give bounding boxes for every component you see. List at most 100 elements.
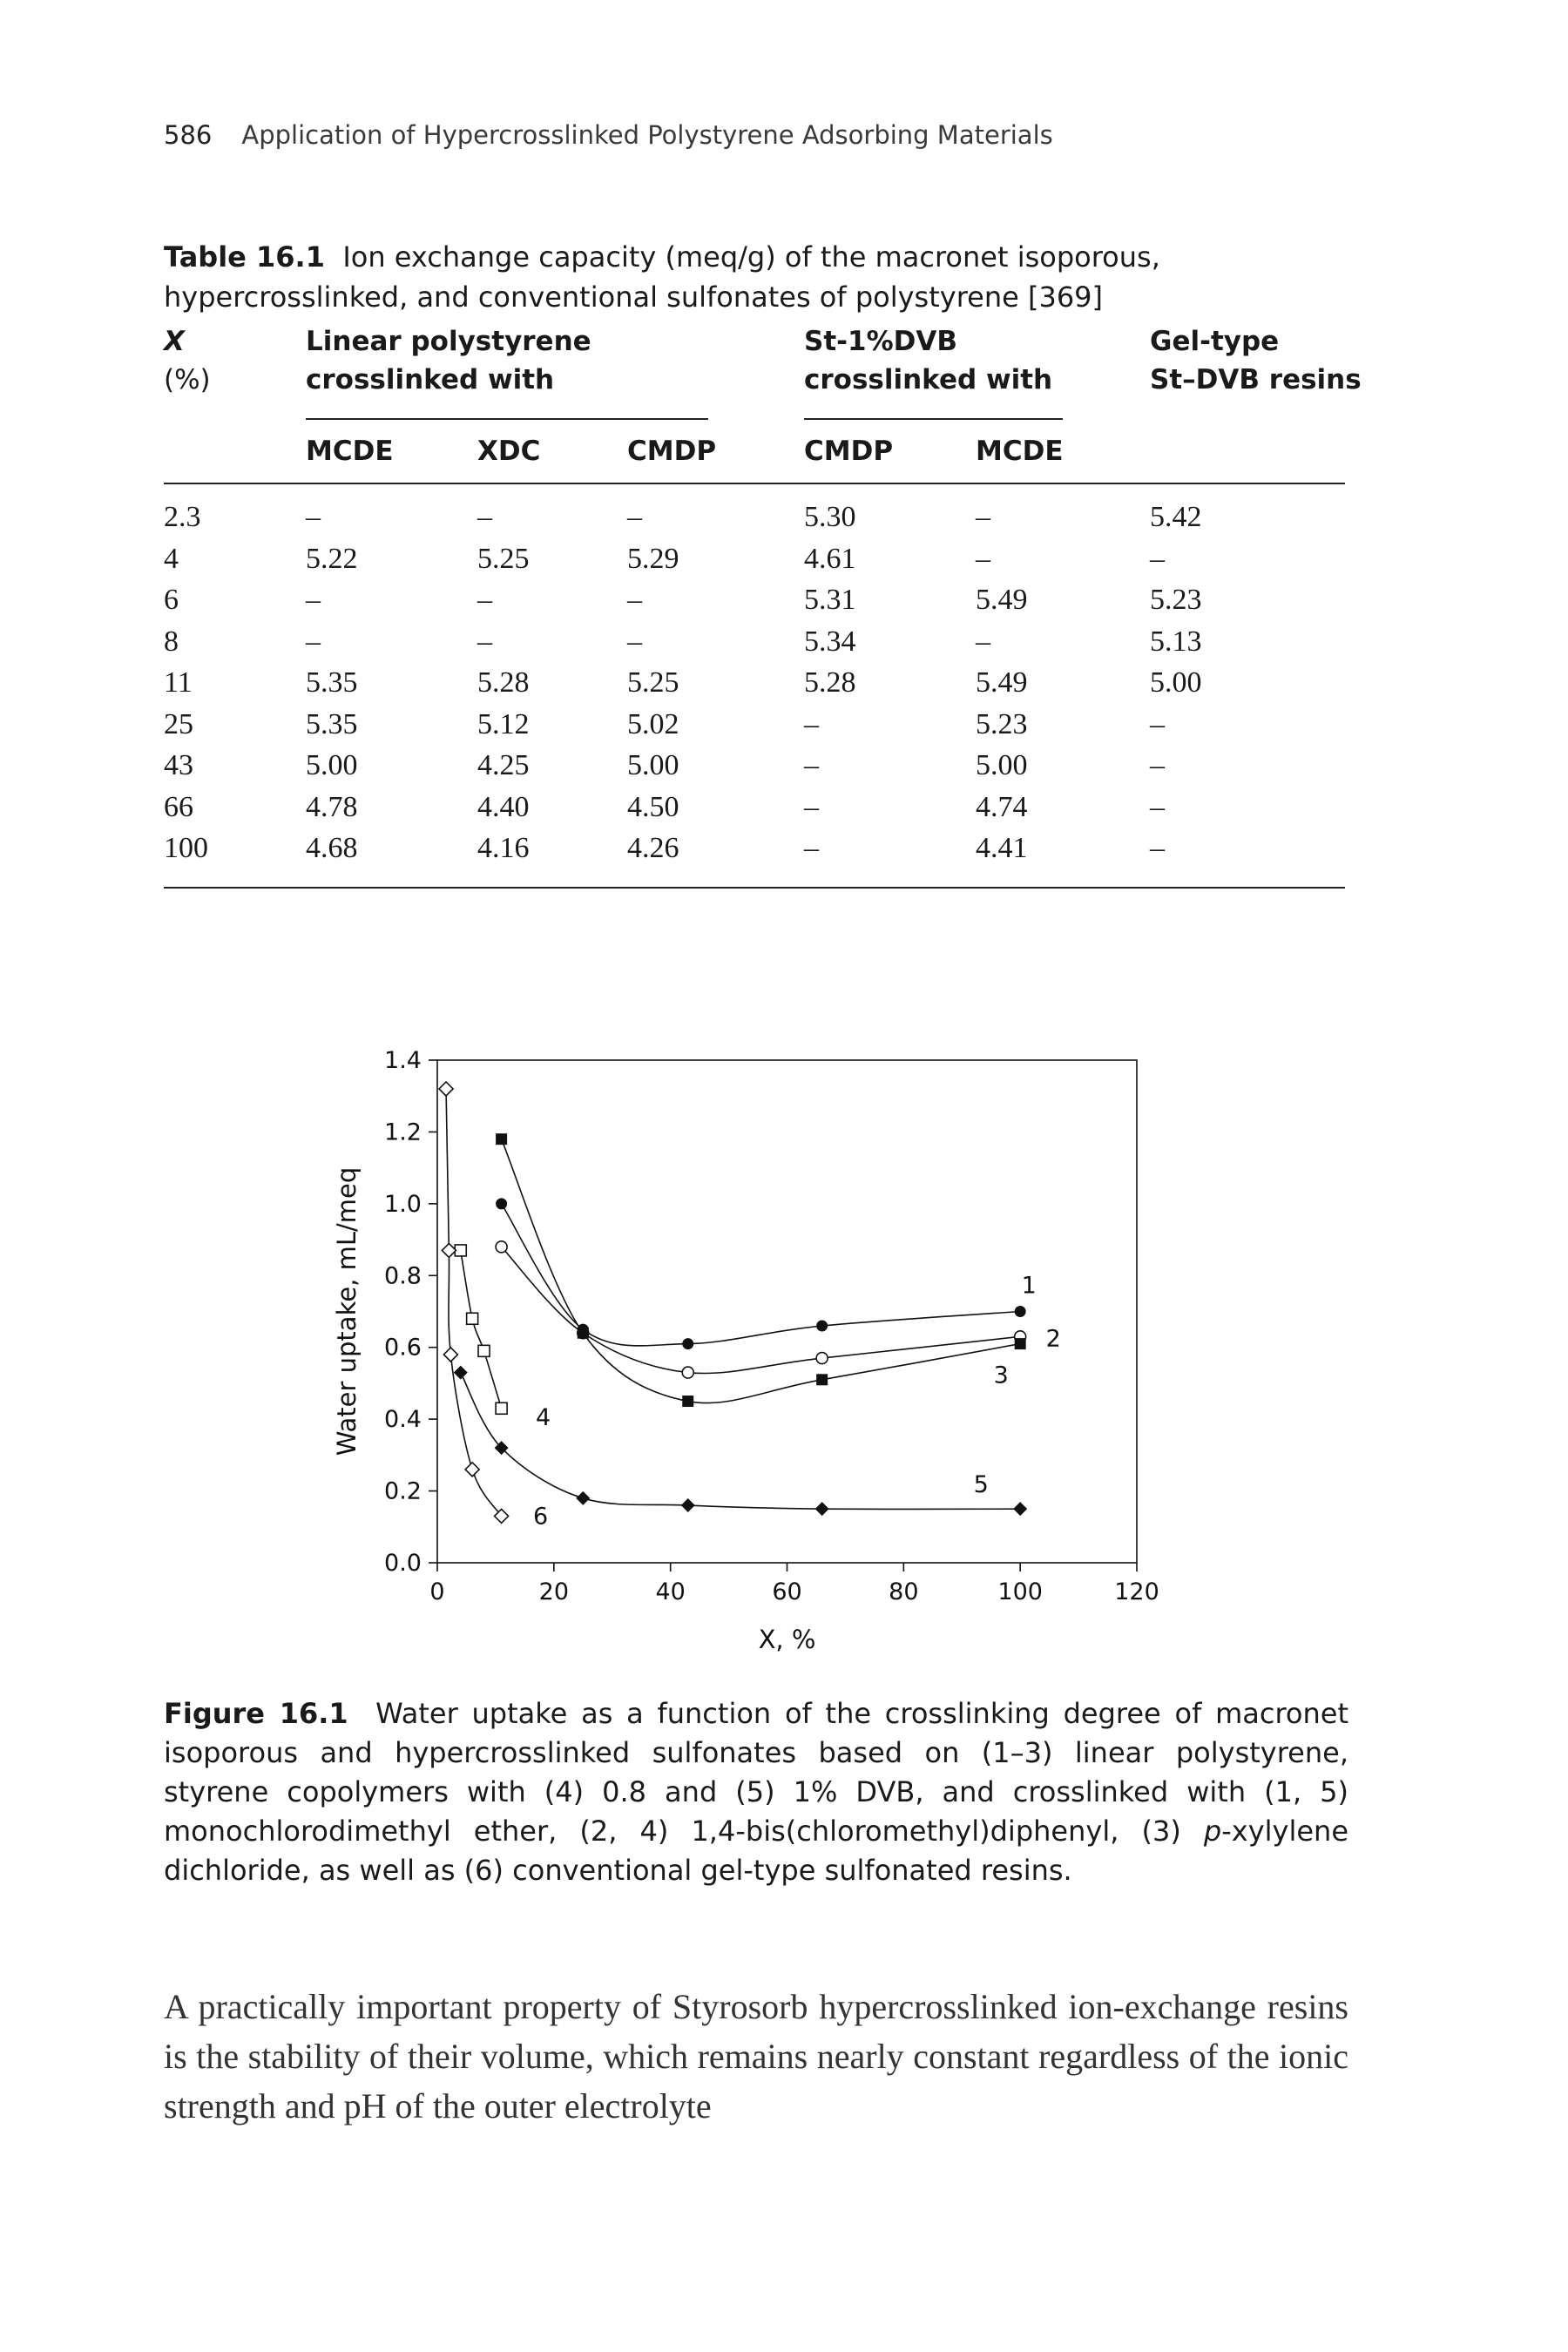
table-cell: –	[804, 707, 819, 740]
table-caption: Table 16.1 Ion exchange capacity (meq/g)…	[164, 237, 1348, 317]
x-tick-label: 100	[997, 1578, 1043, 1605]
group-header-dvb-2: crosslinked with	[804, 364, 1053, 395]
page-number: 586	[164, 120, 213, 150]
table-cell: 5.49	[976, 666, 1028, 699]
marker-open-square	[465, 1312, 479, 1326]
table-cell: –	[306, 625, 321, 658]
table-cell: 5.25	[477, 542, 530, 575]
series-line-1	[500, 1203, 1021, 1347]
x-tick-label: 40	[655, 1578, 685, 1605]
marker-filled-diamond	[814, 1502, 829, 1517]
y-tick-label: 0.0	[384, 1550, 422, 1577]
figure-caption: Figure 16.1 Water uptake as a function o…	[164, 1694, 1348, 1890]
table-cell: 6	[164, 584, 179, 616]
series-line-6	[445, 1088, 503, 1517]
marker-filled-diamond	[494, 1441, 509, 1456]
table-cell: 25	[164, 707, 193, 740]
figure-caption-b: -xylylene dichloride, as well as (6) con…	[164, 1815, 1348, 1887]
y-tick-label: 1.0	[384, 1191, 422, 1218]
table-cell: 43	[164, 749, 193, 781]
x-tick-label: 0	[429, 1578, 444, 1605]
y-tick-label: 0.8	[384, 1262, 422, 1289]
table-cell: –	[976, 625, 990, 658]
table-cell: –	[627, 625, 642, 658]
marker-filled-diamond	[576, 1490, 591, 1505]
marker-filled-square	[496, 1133, 508, 1146]
table-cell: –	[1150, 542, 1165, 575]
marker-open-diamond	[493, 1508, 510, 1524]
y-tick-label: 1.2	[384, 1119, 422, 1146]
x-tick-label: 80	[889, 1578, 918, 1605]
table-cell: 4.78	[306, 790, 358, 823]
table-cell: –	[976, 542, 990, 575]
table-cell: 5.49	[976, 584, 1028, 616]
col-header-x-unit: (%)	[164, 364, 211, 395]
marker-filled-diamond	[453, 1365, 468, 1380]
marker-open-diamond	[443, 1346, 459, 1363]
group-header-linear-1: Linear polystyrene	[306, 326, 591, 357]
marker-open-square	[495, 1402, 508, 1416]
table-cell: 4.50	[627, 790, 679, 823]
table-cell: 5.42	[1150, 501, 1202, 533]
marker-filled-circle	[682, 1338, 694, 1350]
table-cell: –	[627, 501, 642, 533]
table-cell: 5.00	[1150, 666, 1202, 699]
table-cell: 5.00	[627, 749, 679, 781]
table-cell: 4	[164, 542, 179, 575]
marker-filled-diamond	[1013, 1502, 1028, 1517]
table-cell: 4.41	[976, 832, 1028, 864]
col-header-x: X	[164, 326, 185, 357]
table-cell: 5.35	[306, 707, 358, 740]
table-cell: –	[1150, 707, 1165, 740]
series-label-4: 4	[536, 1404, 551, 1431]
marker-open-diamond	[441, 1242, 457, 1259]
y-tick-label: 0.6	[384, 1335, 422, 1362]
table-cell: 11	[164, 666, 193, 699]
series-line-2	[501, 1246, 1021, 1375]
group-header-linear-2: crosslinked with	[306, 364, 555, 395]
group-rule-dvb	[804, 418, 1063, 420]
marker-open-circle	[495, 1240, 508, 1254]
series-label-6: 6	[533, 1503, 548, 1530]
table-cell: –	[976, 501, 990, 533]
ion-exchange-table: X (%) Linear polystyrene crosslinked wit…	[164, 322, 1362, 889]
table-caption-text: Ion exchange capacity (meq/g) of the mac…	[164, 240, 1160, 314]
marker-open-diamond	[464, 1461, 481, 1477]
table-cell: 5.29	[627, 542, 679, 575]
table-cell: 5.22	[306, 542, 358, 575]
x-axis-label: X, %	[759, 1625, 816, 1654]
table-cell: –	[477, 501, 492, 533]
table-cell: 5.00	[976, 749, 1028, 781]
table-cell: 5.02	[627, 707, 679, 740]
table-cell: –	[1150, 749, 1165, 781]
sub-header-mcde: MCDE	[306, 436, 394, 467]
figure-caption-italic: p	[1203, 1815, 1222, 1848]
table-header-rule	[164, 483, 1345, 484]
table-cell: 4.16	[477, 832, 530, 864]
table-cell: –	[477, 584, 492, 616]
table-cell: 4.25	[477, 749, 530, 781]
marker-filled-square	[1014, 1338, 1026, 1350]
table-cell: 4.74	[976, 790, 1028, 823]
marker-open-diamond	[437, 1080, 455, 1098]
table-cell: –	[804, 749, 819, 781]
sub-header-xdc: XDC	[477, 436, 541, 467]
table-cell: 5.30	[804, 501, 856, 533]
figure-label: Figure 16.1	[164, 1697, 348, 1730]
table-cell: –	[306, 501, 321, 533]
table-cell: 5.13	[1150, 625, 1202, 658]
x-tick-label: 20	[539, 1578, 569, 1605]
table-cell: 4.40	[477, 790, 530, 823]
table-cell: 5.28	[477, 666, 530, 699]
table-cell: 66	[164, 790, 193, 823]
marker-filled-diamond	[680, 1498, 695, 1513]
series-label-1: 1	[1022, 1273, 1037, 1300]
table-cell: 4.26	[627, 832, 679, 864]
marker-filled-square	[682, 1396, 694, 1408]
group-rule-linear	[306, 418, 708, 420]
table-cell: 100	[164, 832, 208, 864]
table-cell: 8	[164, 625, 179, 658]
